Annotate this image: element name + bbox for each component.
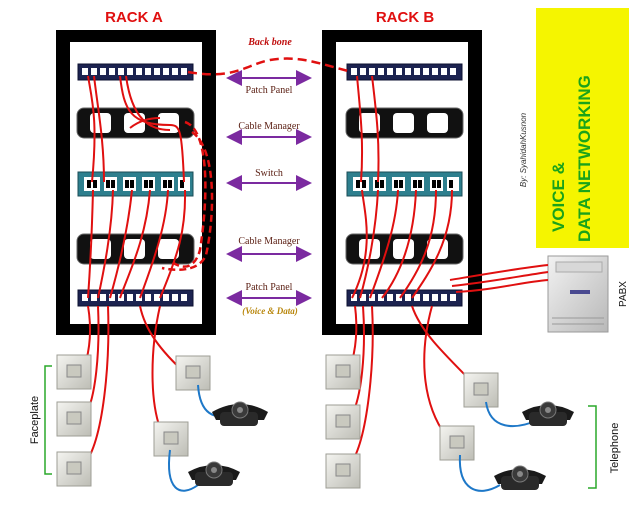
rack-a-patch-panel-bottom	[77, 289, 194, 307]
rack-b-cable-manager-top	[345, 107, 464, 139]
label-voice-data: (Voice & Data)	[242, 306, 298, 316]
faceplate	[56, 401, 92, 437]
backbone-label: Back bone	[247, 37, 292, 48]
label-patch-panel-top: Patch Panel	[246, 85, 293, 96]
rack-b	[322, 30, 482, 335]
telephone-label: Telephone	[609, 423, 621, 474]
faceplates-rack-b	[325, 354, 499, 489]
telephone-bracket: Telephone	[588, 405, 621, 489]
label-patch-panel-bottom: Patch Panel	[246, 282, 293, 293]
component-labels: Patch Panel Cable Manager Switch Cable M…	[226, 70, 312, 316]
faceplate	[325, 404, 361, 440]
telephone-icon	[188, 461, 240, 486]
label-cable-manager-top: Cable Manager	[238, 121, 300, 132]
backbone: Back bone	[187, 37, 353, 76]
title-banner: VOICE & DATA NETWORKING By: SyahidahKusn…	[519, 8, 629, 248]
rack-b-patch-panel-bottom	[346, 289, 463, 307]
rack-a-cable-manager-top	[76, 107, 195, 139]
author-credit: By: SyahidahKusnon	[519, 112, 528, 187]
rack-b-cable-manager-bottom	[345, 233, 464, 265]
faceplate	[325, 354, 361, 390]
rack-b-patch-panel-top	[346, 63, 463, 81]
telephone-icon	[522, 401, 574, 426]
banner-line-1: VOICE &	[549, 162, 568, 232]
faceplate	[56, 354, 92, 390]
rack-a	[56, 30, 216, 335]
rack-b-title: RACK B	[376, 9, 434, 26]
pabx-unit: PABX	[547, 255, 629, 333]
rack-a-dashed-cables	[161, 120, 214, 272]
telephone-icon	[494, 465, 546, 490]
rack-a-switch	[77, 171, 194, 197]
faceplate	[439, 425, 475, 461]
faceplate-label: Faceplate	[29, 396, 41, 444]
banner-background	[536, 8, 629, 248]
faceplate	[153, 421, 189, 457]
faceplate	[463, 372, 499, 408]
backbone-cable	[187, 57, 353, 76]
pabx-label: PABX	[618, 281, 629, 307]
faceplate	[56, 451, 92, 487]
label-switch: Switch	[255, 168, 283, 179]
rack-a-internal-cables	[87, 75, 187, 299]
label-cable-manager-bottom: Cable Manager	[238, 236, 300, 247]
rack-b-switch	[346, 171, 463, 197]
pabx-cables	[449, 264, 549, 293]
rack-a-title: RACK A	[105, 9, 163, 26]
faceplate	[175, 355, 211, 391]
faceplate	[325, 453, 361, 489]
banner-line-2: DATA NETWORKING	[575, 75, 594, 242]
faceplate-bracket: Faceplate	[29, 365, 52, 475]
rack-a-patch-panel-top	[77, 63, 194, 81]
rack-b-internal-cables	[351, 75, 453, 299]
faceplates-rack-a	[56, 354, 211, 487]
telephone-icon	[212, 401, 268, 426]
